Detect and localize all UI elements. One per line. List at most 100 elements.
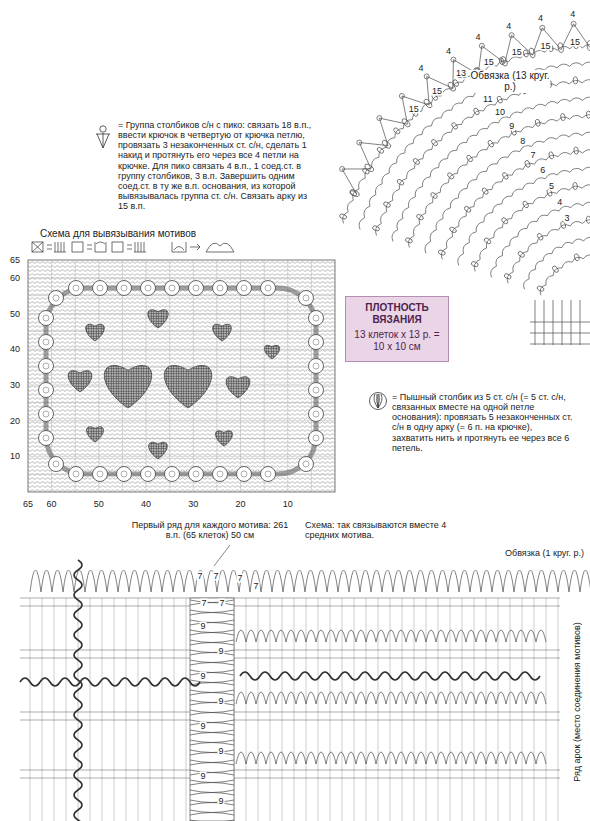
flower-motif xyxy=(309,359,324,374)
grid-line xyxy=(28,420,335,421)
callout-number: 5 xyxy=(548,181,555,190)
callout-number: 4 xyxy=(569,9,576,18)
grid-line xyxy=(138,598,139,821)
flower-motif xyxy=(39,431,54,446)
join-arch-row xyxy=(236,630,546,642)
puff-stitch xyxy=(503,273,511,280)
callout-number: 15 xyxy=(431,87,443,96)
grid-line xyxy=(558,598,559,821)
callout-number: 7 xyxy=(252,582,259,591)
callout-number: 7 xyxy=(212,572,219,581)
grid-line xyxy=(246,598,247,821)
stitch-group xyxy=(528,47,535,58)
column-line xyxy=(571,300,572,345)
grid-line xyxy=(510,598,511,821)
callout-number: 15 xyxy=(569,37,581,46)
flower-motif xyxy=(93,281,108,296)
callout-number: 4 xyxy=(417,64,424,73)
grid-line xyxy=(474,598,475,821)
grid-line xyxy=(426,598,427,821)
cut-line xyxy=(240,672,540,680)
callout-number: 40 xyxy=(140,500,152,509)
puff-stitch xyxy=(416,213,424,220)
join-arch-row xyxy=(236,692,546,704)
puff-strokes xyxy=(374,394,382,408)
picot xyxy=(479,43,484,48)
flower-centre xyxy=(145,285,151,291)
puff-stitch xyxy=(574,253,580,261)
join-arches xyxy=(190,600,234,821)
heart-motif xyxy=(164,365,211,408)
grid-line xyxy=(30,598,31,821)
callout-number: 65 xyxy=(9,256,21,265)
arch-round xyxy=(359,62,590,229)
grid-line xyxy=(28,313,335,314)
filet-grid xyxy=(28,260,335,492)
callout-number: 3 xyxy=(564,213,571,222)
flower-motif xyxy=(261,467,276,482)
arch-cell xyxy=(172,242,186,252)
puff-stitch xyxy=(466,154,474,162)
flower-centre xyxy=(217,471,223,477)
flower-motif xyxy=(39,407,54,422)
callout-number: 60 xyxy=(46,500,58,509)
stitches xyxy=(127,242,146,252)
puff-stitch xyxy=(536,233,544,241)
heart-motif xyxy=(149,442,168,459)
flower-motif xyxy=(39,335,54,350)
callout-number: 11 xyxy=(482,94,493,103)
grid-line xyxy=(28,349,335,350)
callout-number: 9 xyxy=(199,722,206,731)
motif-frame xyxy=(46,288,316,474)
heart-motif xyxy=(213,324,232,341)
row-line xyxy=(20,606,560,607)
stitch-group xyxy=(364,163,375,173)
arch-round xyxy=(474,185,590,272)
puff-stitch xyxy=(586,216,590,223)
grid-line xyxy=(28,438,335,439)
puff-stitch xyxy=(586,111,590,118)
callout-number: 10 xyxy=(494,108,506,117)
callout-number: 13 xyxy=(455,69,467,78)
flower-centre xyxy=(265,285,271,291)
flower-motif xyxy=(213,467,228,482)
callout-number: 20 xyxy=(235,500,247,509)
stitch-group xyxy=(381,139,392,149)
flower-motif xyxy=(309,407,324,422)
flower-motif xyxy=(49,291,64,306)
callout-number: 50 xyxy=(9,309,21,318)
callout-number: 7 xyxy=(200,599,207,608)
stitch-group xyxy=(558,42,564,53)
row-line xyxy=(530,333,590,334)
grid-line xyxy=(90,598,91,821)
arch-round xyxy=(441,150,590,260)
flower-centre xyxy=(43,363,49,369)
cut-line xyxy=(74,560,82,821)
puff-stitch xyxy=(449,226,457,233)
stitches xyxy=(54,242,66,252)
callout-number: 10 xyxy=(9,452,21,461)
flower-centre xyxy=(241,285,247,291)
grid-line xyxy=(342,598,343,821)
puff-stitch xyxy=(522,200,530,208)
heart-motif xyxy=(87,427,104,442)
row-line xyxy=(20,778,560,779)
row-line xyxy=(20,720,560,721)
heart-motif xyxy=(264,345,279,359)
picot xyxy=(540,25,545,30)
callout-number: 4 xyxy=(474,32,481,41)
flower-motif xyxy=(93,467,108,482)
puff-stitch xyxy=(463,205,471,213)
arch-round xyxy=(425,132,590,253)
puff-stitch xyxy=(481,187,489,195)
flower-motif xyxy=(237,281,252,296)
puff-stitch xyxy=(372,225,380,232)
flower-centre xyxy=(303,461,309,467)
grid-line xyxy=(270,598,271,821)
joining-chart xyxy=(20,545,590,821)
row-line xyxy=(530,322,590,323)
grid-line xyxy=(318,598,319,821)
puff-stitch xyxy=(548,151,554,159)
flower-motif xyxy=(309,311,324,326)
